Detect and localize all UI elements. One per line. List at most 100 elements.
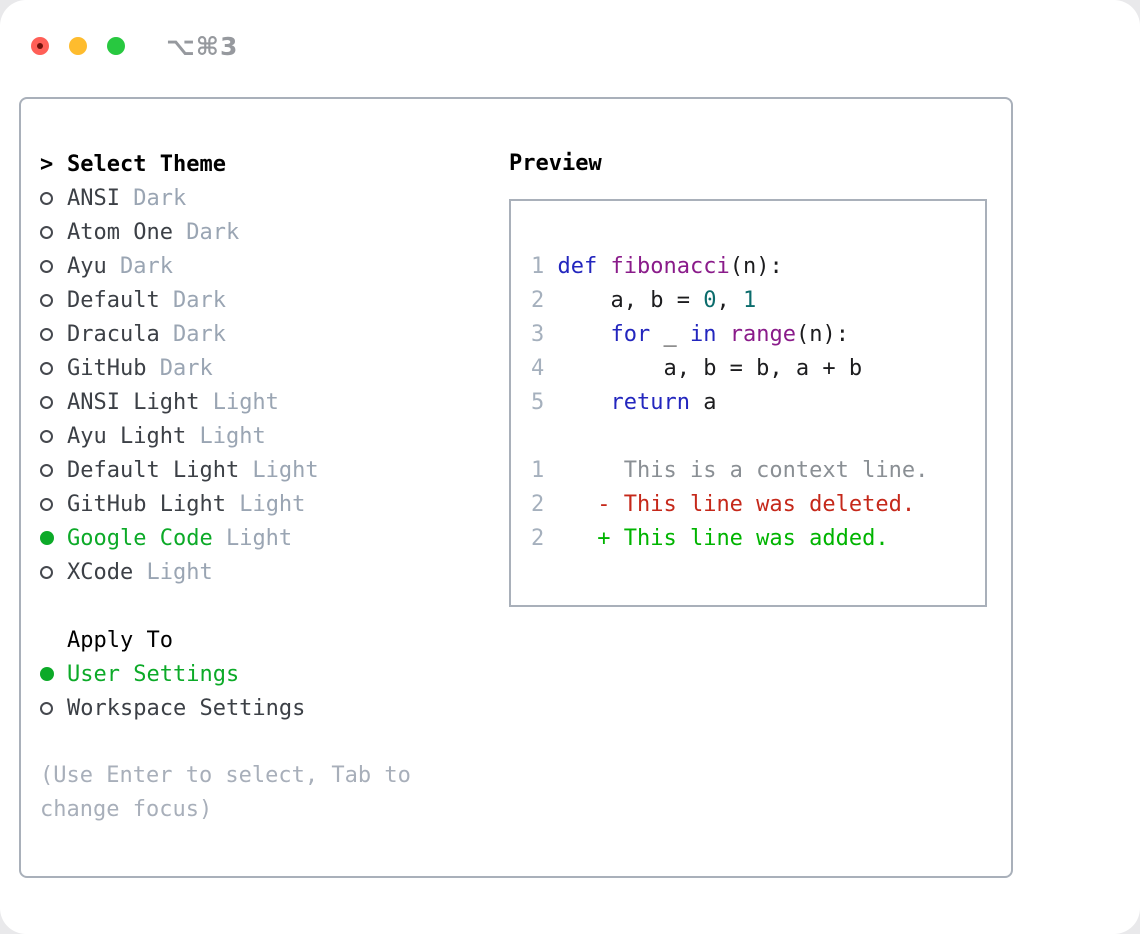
zoom-button-icon[interactable] — [107, 37, 125, 55]
keyboard-hint: (Use Enter to select, Tab to change focu… — [40, 763, 411, 822]
option-label: ANSI Light — [67, 389, 200, 415]
radio-selected-icon — [40, 667, 54, 681]
option-label: GitHub — [67, 355, 147, 381]
radio-unselected-icon — [40, 395, 53, 409]
code-segment-plain: a — [689, 390, 717, 415]
line-number: 2 — [531, 288, 545, 313]
radio-unselected-icon — [40, 225, 53, 239]
code-segment-plain: a, b = b, a + b — [557, 356, 863, 381]
theme-option[interactable]: Dracula Dark — [40, 317, 509, 351]
radio-selected-icon — [40, 531, 54, 545]
theme-option[interactable]: Google Code Light — [40, 521, 509, 555]
code-line: 4 a, b = b, a + b — [531, 352, 975, 386]
theme-option[interactable]: ANSI Dark — [40, 181, 509, 215]
line-number: 4 — [531, 356, 545, 381]
window-title: ⌥⌘3 — [166, 31, 239, 61]
theme-option[interactable]: GitHub Dark — [40, 351, 509, 385]
line-number: 1 — [531, 254, 545, 279]
code-line: 1 def fibonacci(n): — [531, 250, 975, 284]
theme-option[interactable]: Ayu Light Light — [40, 419, 509, 453]
code-segment-num: 0 — [703, 288, 717, 313]
unsaved-changes-dot-icon — [37, 43, 43, 49]
radio-unselected-icon — [40, 497, 53, 511]
apply-to-header: Apply To — [67, 627, 173, 653]
theme-option[interactable]: Atom One Dark — [40, 215, 509, 249]
titlebar: ⌥⌘3 — [0, 0, 1140, 97]
code-line: 2 + This line was added. — [531, 522, 975, 556]
line-number: 2 — [531, 492, 545, 517]
radio-unselected-icon — [40, 565, 53, 579]
right-column: Preview 1 def fibonacci(n):2 a, b = 0, 1… — [509, 147, 987, 876]
option-variant-label: Light — [239, 457, 319, 483]
code-line: 1 This is a context line. — [531, 454, 975, 488]
code-segment-del: - This line was deleted. — [557, 492, 916, 517]
code-segment-plain: _ — [650, 322, 690, 347]
radio-unselected-icon — [40, 259, 53, 273]
option-label: Ayu Light — [67, 423, 187, 449]
option-label: XCode — [67, 559, 134, 585]
code-segment-plain: (n): — [729, 254, 783, 279]
apply-to-option[interactable]: Workspace Settings — [40, 691, 509, 725]
radio-unselected-icon — [40, 327, 53, 341]
code-segment-kw: in — [689, 322, 717, 347]
spacer — [40, 589, 509, 623]
code-segment-fn: fibonacci — [610, 254, 730, 279]
option-label: Dracula — [67, 321, 160, 347]
code-segment-plain: a, b = — [557, 288, 704, 313]
line-number: 2 — [531, 526, 545, 551]
code-line — [531, 420, 975, 454]
line-number: 3 — [531, 322, 545, 347]
option-variant-label: Light — [225, 491, 306, 517]
radio-unselected-icon — [40, 361, 53, 375]
option-label: GitHub Light — [67, 491, 226, 517]
theme-option[interactable]: Default Dark — [40, 283, 509, 317]
apply-to-option[interactable]: User Settings — [40, 657, 509, 691]
code-segment-ctx: This is a context line. — [557, 458, 929, 483]
radio-unselected-icon — [40, 701, 53, 715]
focus-caret-icon: > — [40, 151, 54, 177]
code-line: 5 return a — [531, 386, 975, 420]
option-variant-label: Light — [133, 559, 213, 585]
code-segment-kw: def — [557, 254, 598, 279]
spacer — [40, 725, 509, 759]
option-variant-label: Light — [212, 525, 293, 551]
option-variant-label: Dark — [159, 287, 226, 313]
code-segment-num: 1 — [742, 288, 757, 313]
apply-to-header-row: Apply To — [40, 623, 509, 657]
radio-unselected-icon — [40, 429, 53, 443]
option-variant-label: Light — [199, 389, 279, 415]
code-segment-kw: for — [610, 322, 651, 347]
radio-unselected-icon — [40, 191, 53, 205]
code-segment-plain — [558, 322, 611, 347]
radio-unselected-icon — [40, 463, 53, 477]
code-segment-plain — [716, 322, 729, 347]
minimize-button-icon[interactable] — [69, 37, 87, 55]
close-button-icon[interactable] — [31, 37, 49, 55]
theme-option[interactable]: ANSI Light Light — [40, 385, 509, 419]
theme-option[interactable]: XCode Light — [40, 555, 509, 589]
option-label: ANSI — [67, 185, 120, 211]
theme-option[interactable]: Ayu Dark — [40, 249, 509, 283]
theme-option[interactable]: Default Light Light — [40, 453, 509, 487]
option-label: Ayu — [67, 253, 107, 279]
code-segment-plain — [558, 390, 611, 415]
traffic-lights — [31, 37, 125, 55]
line-number: 5 — [531, 390, 545, 415]
code-segment-add: + This line was added. — [557, 526, 889, 551]
line-number: 1 — [531, 458, 545, 483]
option-variant-label: Light — [186, 423, 266, 449]
code-segment-plain: , — [716, 288, 743, 313]
option-variant-label: Dark — [119, 185, 187, 211]
theme-option[interactable]: GitHub Light Light — [40, 487, 509, 521]
code-line: 2 - This line was deleted. — [531, 488, 975, 522]
option-variant-label: Dark — [159, 321, 226, 347]
theme-list-header: Select Theme — [67, 151, 226, 177]
option-label: Default Light — [67, 457, 240, 483]
code-segment-fn: range — [729, 322, 796, 347]
